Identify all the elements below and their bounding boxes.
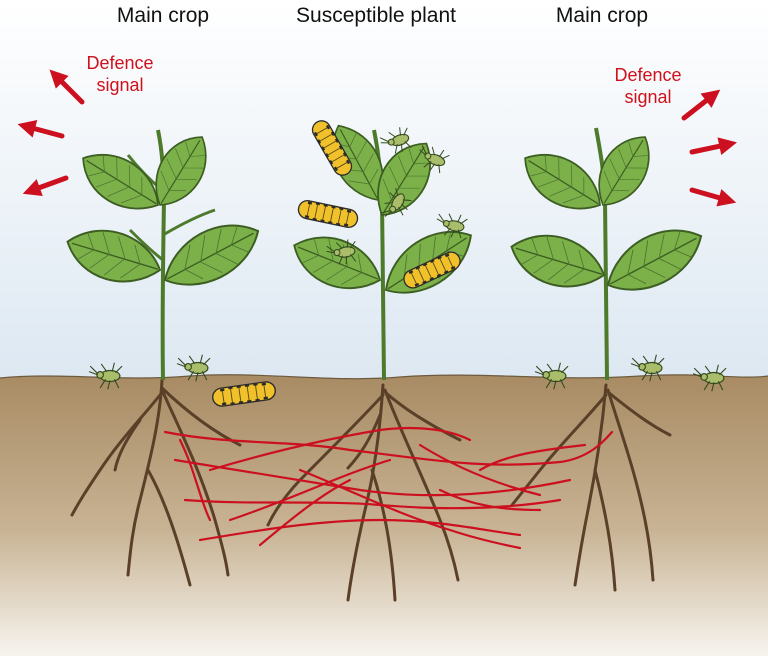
soil-surface-line bbox=[0, 374, 768, 380]
left-main-crop-plant bbox=[58, 125, 271, 381]
left-plant-roots bbox=[70, 378, 242, 587]
right-plant-stem bbox=[594, 127, 609, 381]
susceptible-plant bbox=[284, 115, 485, 381]
left-signal-line2: signal bbox=[96, 75, 144, 95]
right-defence-signal-label: Defence signal bbox=[606, 64, 690, 108]
left-defence-signal-label: Defence signal bbox=[80, 52, 160, 96]
right-main-crop-plant bbox=[502, 125, 714, 381]
left-plant-title: Main crop bbox=[116, 4, 210, 27]
mycorrhizal-network bbox=[163, 426, 614, 550]
right-signal-line2: signal bbox=[624, 87, 672, 107]
center-plant-title: Susceptible plant bbox=[296, 4, 456, 27]
right-plant-title: Main crop bbox=[555, 4, 649, 27]
left-signal-line1: Defence bbox=[86, 53, 154, 73]
center-plant-stem bbox=[372, 129, 386, 381]
right-signal-line1: Defence bbox=[614, 65, 682, 85]
right-plant-roots bbox=[510, 383, 672, 592]
left-plant-stem bbox=[156, 129, 167, 381]
